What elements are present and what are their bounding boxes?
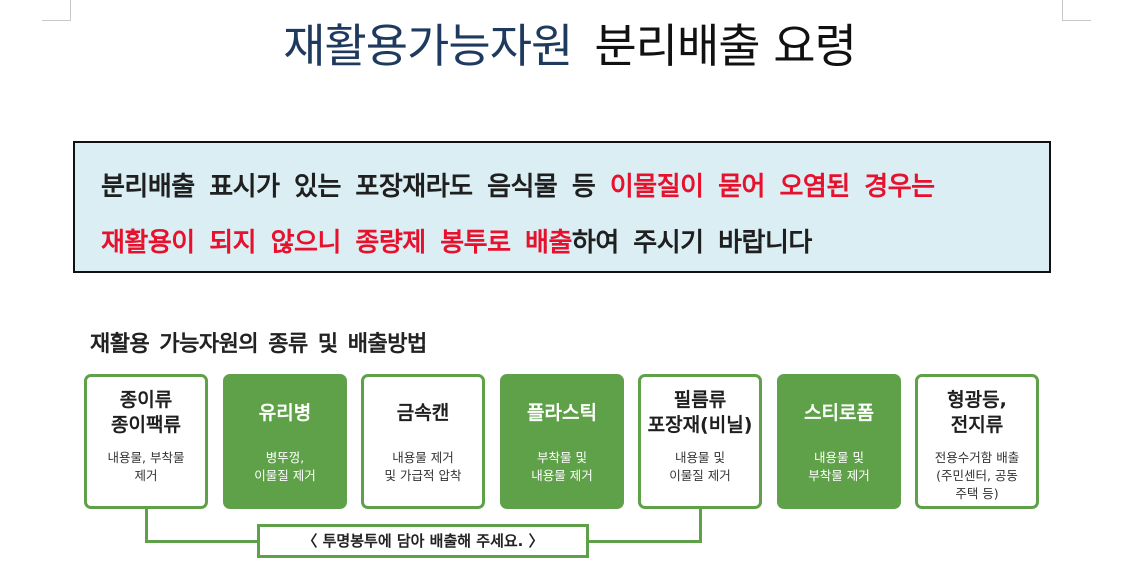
connector-line-right-horizontal (588, 540, 702, 543)
card-desc: 부착물 및 내용물 제거 (531, 450, 593, 483)
card-name: 필름류 포장재(비닐) (647, 389, 753, 436)
card-name: 형광등, 전지류 (947, 389, 1007, 436)
connector-line-left-horizontal (145, 540, 258, 543)
page-title-part-b: 분리배출 요령 (594, 19, 857, 73)
card-desc: 내용물 및 부착물 제거 (808, 450, 870, 483)
card-name: 스티로폼 (804, 401, 874, 424)
card-film-vinyl: 필름류 포장재(비닐) 내용물 및 이물질 제거 (638, 374, 762, 509)
card-name: 금속캔 (396, 401, 450, 424)
transparent-bag-note: 〈 투명봉투에 담아 배출해 주세요. 〉 (257, 524, 589, 558)
notice-box: 분리배출 표시가 있는 포장재라도 음식물 등 이물질이 묻어 오염된 경우는 … (73, 141, 1051, 273)
notice-highlight-2: 재활용이 되지 않으니 종량제 봉투로 배출 (101, 228, 572, 258)
card-styrofoam: 스티로폼 내용물 및 부착물 제거 (777, 374, 901, 509)
card-desc: 내용물 및 이물질 제거 (669, 450, 731, 483)
card-name: 종이류 종이팩류 (111, 389, 181, 436)
corner-mark-right (1062, 0, 1091, 21)
card-desc: 내용물 제거 및 가급적 압착 (384, 450, 462, 483)
card-name: 유리병 (258, 401, 312, 424)
card-glass-bottle: 유리병 병뚜껑, 이물질 제거 (223, 374, 347, 509)
card-desc: 내용물, 부착물 제거 (107, 450, 185, 483)
connector-line-right-vertical (699, 509, 702, 542)
connector-line-left-vertical (145, 509, 148, 542)
section-title: 재활용 가능자원의 종류 및 배출방법 (90, 332, 427, 357)
card-paper: 종이류 종이팩류 내용물, 부착물 제거 (84, 374, 208, 509)
notice-text-1: 분리배출 표시가 있는 포장재라도 음식물 등 (101, 172, 610, 202)
card-desc: 전용수거함 배출 (주민센터, 공동 주택 등) (934, 450, 1020, 501)
corner-mark-left (42, 0, 71, 21)
page-title: 재활용가능자원 분리배출 요령 (0, 14, 1139, 78)
card-plastic: 플라스틱 부착물 및 내용물 제거 (500, 374, 624, 509)
card-desc: 병뚜껑, 이물질 제거 (254, 450, 316, 483)
notice-text-2: 하여 주시기 바랍니다 (571, 228, 812, 258)
card-metal-can: 금속캔 내용물 제거 및 가급적 압착 (361, 374, 485, 509)
card-fluorescent-battery: 형광등, 전지류 전용수거함 배출 (주민센터, 공동 주택 등) (915, 374, 1039, 509)
page-title-part-a: 재활용가능자원 (283, 19, 573, 73)
card-name: 플라스틱 (527, 401, 597, 424)
notice-highlight-1: 이물질이 묻어 오염된 경우는 (609, 172, 935, 202)
